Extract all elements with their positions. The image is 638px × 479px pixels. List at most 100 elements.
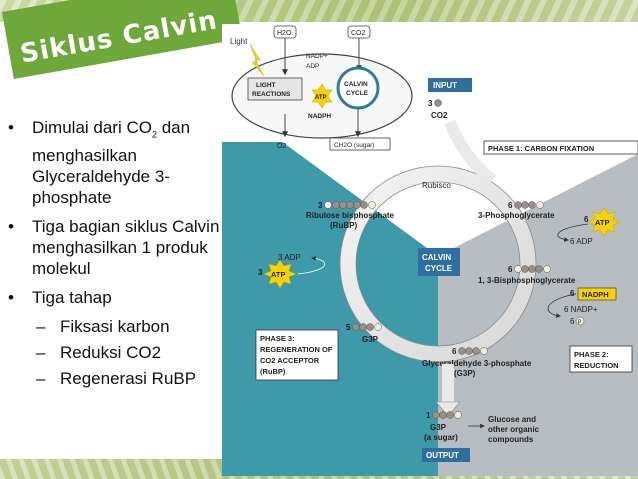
bullet-marker: •	[8, 288, 14, 308]
adp-3-label: 3 ADP	[278, 253, 301, 262]
g3p5-count: 5	[346, 323, 351, 332]
bullet-marker: •	[8, 118, 14, 137]
sugar-box	[329, 137, 391, 151]
nadph-label: NADPH	[582, 290, 609, 299]
nadph-count: 6	[570, 289, 575, 298]
glucose-label: Glucose and	[488, 415, 536, 424]
bullet-text: dan menghasilkan Glyceraldehyde 3-phosph…	[32, 118, 191, 208]
output-box	[422, 448, 470, 462]
atp-adp-arrow	[557, 223, 589, 242]
bpg-molecule: 6 1, 3-Bisphosphoglycerate	[478, 265, 576, 285]
phase3-label: CO2 ACCEPTOR	[260, 356, 320, 365]
carbon-atom	[434, 99, 442, 107]
h2o-label: H2O	[277, 30, 292, 37]
phase3-label-box	[255, 329, 339, 381]
overview-atp-label: ATP	[315, 95, 327, 101]
g3p-count: 6	[452, 347, 457, 356]
bullet-marker: •	[8, 217, 14, 237]
output-sub: (a sugar)	[424, 433, 458, 442]
glucose-label: other organic	[488, 425, 540, 434]
g3p-name: Glyceraldehyde 3-phosphate	[422, 359, 532, 368]
phase2-label: REDUCTION	[574, 361, 619, 370]
calvin-cycle-ring	[340, 166, 536, 362]
rubp-count: 3	[318, 201, 323, 210]
mini-calvin-cycle	[336, 66, 380, 110]
center-label-box	[418, 248, 460, 276]
rubp-abbr: (RuBP)	[330, 221, 357, 230]
light-reactions-box	[247, 77, 303, 101]
bpg-count: 6	[508, 265, 513, 274]
nadph-box	[577, 287, 617, 301]
sub-bullet-text: Fiksasi karbon	[60, 317, 170, 337]
calvin-cycle-ring-edge	[339, 165, 537, 363]
sub-bullet-marker: –	[36, 343, 46, 363]
carbon-atom	[432, 411, 440, 419]
nadp-label: NADP+	[306, 53, 328, 60]
phase2-label: PHASE 2:	[574, 350, 609, 359]
center-label: CYCLE	[425, 264, 453, 273]
mini-calvin-label: CYCLE	[346, 90, 369, 97]
bullet-item: • Tiga bagian siklus Calvin menghasilkan…	[6, 216, 238, 279]
carbon-atom	[446, 411, 454, 419]
bullet-item: • Tiga tahap	[6, 287, 238, 308]
sub-bullet-text: Regenerasi RuBP	[60, 369, 197, 389]
output-arrowhead	[435, 401, 461, 417]
bullet-text: Tiga tahap	[32, 288, 112, 308]
sub-bullet-item: – Regenerasi RuBP	[6, 368, 238, 389]
nadp-out-label: 6 NADP+	[564, 305, 598, 314]
output-count: 1	[426, 411, 431, 420]
mini-calvin-label: CALVIN	[344, 81, 368, 88]
pi-out-count: 6	[570, 317, 575, 326]
overview-nadph-label: NADPH	[308, 113, 331, 120]
light-reactions-label: LIGHT	[256, 82, 276, 89]
phosphate-icon	[575, 316, 585, 326]
atp-burst-icon	[263, 259, 297, 289]
light-label: Light	[230, 37, 248, 46]
phosphate-symbol: P	[578, 320, 582, 326]
input-arrow	[444, 119, 496, 185]
bullet-text: Tiga bagian siklus Calvin menghasilkan 1…	[32, 217, 220, 279]
phase1-label: PHASE 1: CARBON FIXATION	[488, 144, 594, 153]
sub-bullet-text: Reduksi CO2	[60, 343, 162, 363]
atp-adp-arrow	[297, 256, 325, 275]
glucose-label: compounds	[488, 435, 534, 444]
overview-inset: Light H2O CO2 LIGHT REACTIONS NADP+ ADP …	[230, 25, 413, 151]
phase3-label: PHASE 3:	[260, 334, 295, 343]
input-label: INPUT	[433, 81, 457, 90]
phase3-label: REGENERATION OF	[260, 345, 333, 354]
center-label: CALVIN	[422, 253, 451, 262]
light-reactions-label: REACTIONS	[252, 91, 291, 98]
sub-bullet-marker: –	[36, 369, 46, 389]
atp-burst-icon	[311, 83, 333, 109]
bullet-text: Dimulai dari CO	[32, 118, 152, 137]
bpg-name: 1, 3-Bisphosphoglycerate	[478, 276, 576, 285]
g3p5-molecule: 5 G3P	[346, 323, 382, 344]
rubp-name: Ribulose bisphosphate	[306, 211, 395, 220]
phase3-sector	[222, 124, 438, 476]
atp-in-count: 6	[584, 215, 589, 224]
input-amount: 3	[428, 99, 433, 108]
bullet-item: • Dimulai dari CO2 dan menghasilkan Glyc…	[6, 117, 238, 208]
phase3-label: (RuBP)	[260, 367, 286, 376]
nadph-arrow	[547, 293, 577, 318]
carbon-atom	[439, 411, 447, 419]
calvin-cycle-diagram: Light H2O CO2 LIGHT REACTIONS NADP+ ADP …	[222, 24, 638, 476]
calvin-cycle-ring-edge	[355, 181, 521, 347]
bullet-subscript: 2	[151, 129, 157, 140]
phase2-sector	[438, 154, 638, 476]
phase1-sector	[258, 124, 638, 256]
atp-burst-icon	[587, 207, 621, 237]
input-box	[428, 78, 472, 92]
g3p-abbr: (G3P)	[454, 369, 476, 378]
lightning-icon	[249, 43, 265, 77]
g3p-molecule: 6 Glyceraldehyde 3-phosphate (G3P)	[422, 347, 532, 378]
o2-label: O2	[277, 143, 286, 150]
pga-count: 6	[508, 201, 513, 210]
pga-molecule: 6 3-Phosphoglycerate	[478, 201, 555, 220]
phase1-label-box	[483, 140, 638, 155]
sub-bullet-marker: –	[36, 317, 46, 337]
co2-label: CO2	[351, 30, 366, 37]
adp-out-label: 6 ADP	[570, 237, 593, 246]
adp-label: ADP	[306, 63, 319, 70]
